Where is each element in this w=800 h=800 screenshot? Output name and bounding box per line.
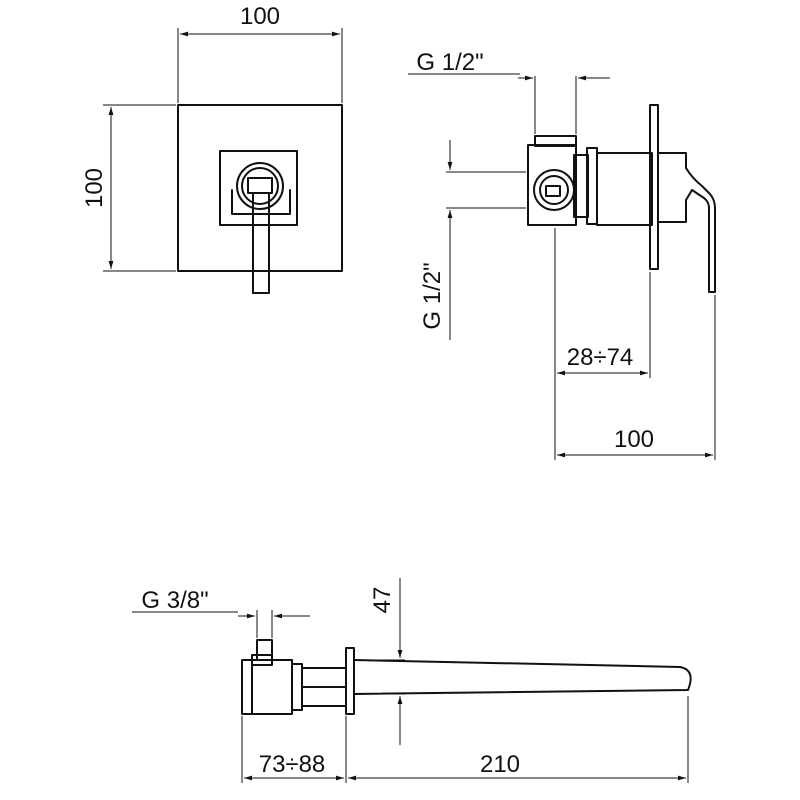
- spout-view: G 3/8" 47 73÷88 210: [132, 578, 692, 783]
- side-outlet-thread-label: G 1/2": [419, 262, 446, 329]
- handle-base-inner: [241, 167, 279, 205]
- handle-hub: [247, 177, 273, 194]
- spout-height-label: 47: [369, 587, 396, 614]
- spout-wall-range-label: 73÷88: [259, 751, 326, 778]
- lever-handle-side: [657, 152, 716, 293]
- spout-collar: [291, 663, 303, 711]
- front-view: 100 100: [81, 3, 343, 294]
- lever-handle: [252, 192, 270, 294]
- side-inlet-thread-label: G 1/2": [416, 49, 483, 76]
- inner-plate: [219, 150, 298, 226]
- spout-wall-plate: [345, 647, 355, 715]
- cartridge-body: [596, 152, 653, 226]
- top-inlet-nut: [534, 135, 577, 147]
- front-height-label: 100: [81, 168, 108, 208]
- outlet-fitting-outer: [533, 169, 575, 211]
- outlet-fitting-slot: [545, 185, 561, 197]
- outlet-fitting-inner: [539, 175, 569, 205]
- inner-plate-recess: [231, 189, 291, 215]
- side-depth-label: 100: [614, 426, 654, 453]
- wall-plate-side: [649, 104, 659, 270]
- spout-body-flange: [241, 659, 253, 715]
- side-view: G 1/2" G 1/2" 28÷74 100: [408, 49, 716, 460]
- spout-inlet-nut: [256, 639, 273, 661]
- front-width-label: 100: [240, 3, 280, 30]
- handle-base-ring: [236, 162, 284, 210]
- spout-arm: [353, 659, 692, 695]
- side-wall-range-label: 28÷74: [567, 344, 634, 371]
- spout-valve-body: [251, 659, 293, 715]
- cover-plate: [177, 104, 343, 272]
- spout-length-label: 210: [480, 751, 520, 778]
- spout-thread-label: G 3/8": [141, 587, 208, 614]
